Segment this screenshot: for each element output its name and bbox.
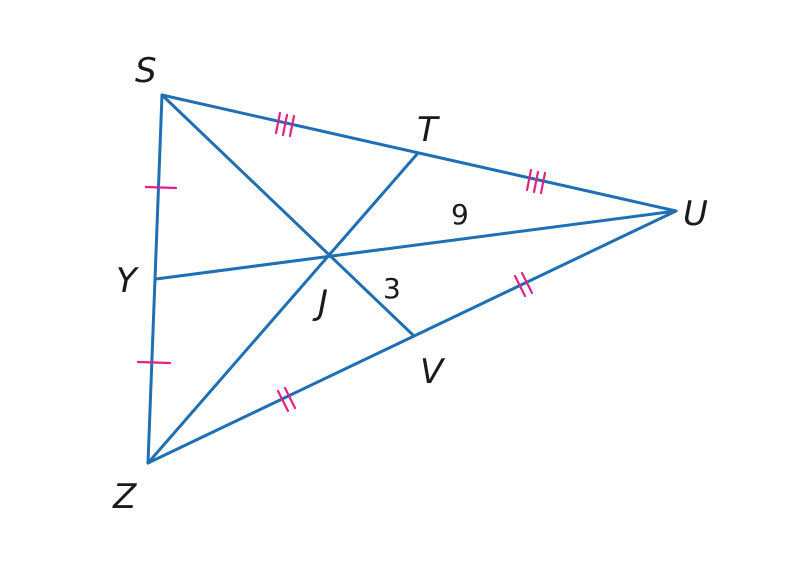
vertex-label-s: S <box>135 51 157 91</box>
vertex-label-z: Z <box>112 477 137 517</box>
triple-tick-st <box>274 111 296 138</box>
double-tick-vz <box>276 386 297 413</box>
vertex-label-y: Y <box>116 261 139 301</box>
single-tick-yz <box>136 360 172 365</box>
side-uz <box>146 209 678 465</box>
double-tick-uv <box>513 271 534 298</box>
median-u-y <box>154 209 678 281</box>
vertex-label-t: T <box>417 110 440 150</box>
median-z-t <box>146 151 420 465</box>
vertex-label-u: U <box>683 194 708 234</box>
measure-label-jv: 3 <box>383 272 401 305</box>
median-s-v <box>160 93 416 338</box>
triple-tick-tu <box>525 168 547 195</box>
vertex-label-j: J <box>312 283 328 323</box>
single-tick-sy <box>144 185 178 190</box>
measure-label-ju: 9 <box>451 198 469 231</box>
vertex-label-v: V <box>420 352 446 392</box>
